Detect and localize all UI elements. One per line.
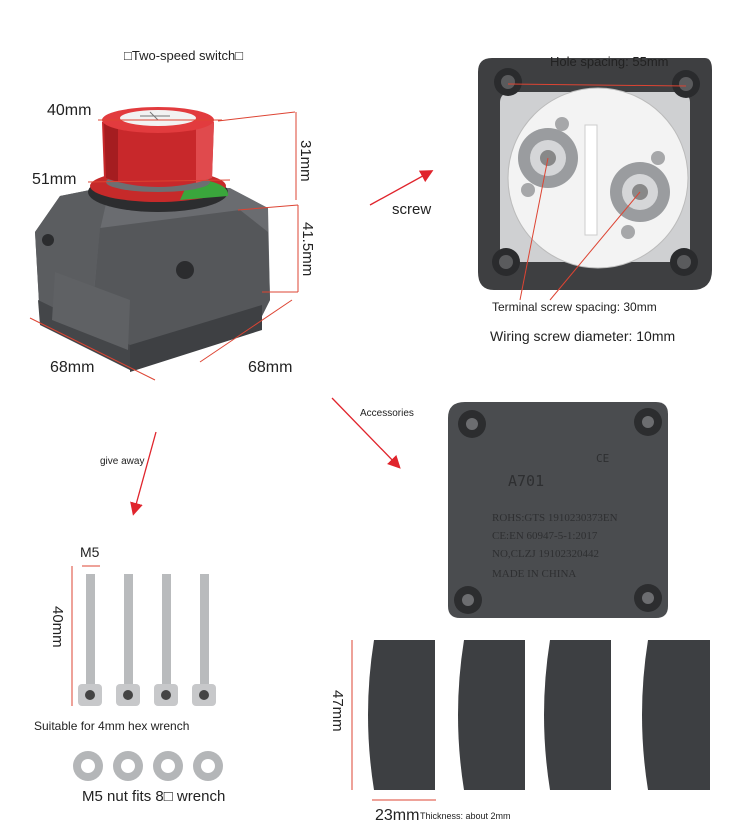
nut-wrench-label: M5 nut fits 8□ wrench <box>82 788 226 805</box>
pad-width-label: 23mm <box>375 807 420 824</box>
cover-model: A701 <box>508 472 545 490</box>
nut-1 <box>73 751 103 781</box>
nut-2 <box>113 751 143 781</box>
cover-line-1: ROHS:GTS 1910230373EN <box>492 512 618 524</box>
dim-width-left: 68mm <box>50 359 95 376</box>
dim-bezel-diameter: 51mm <box>32 171 77 188</box>
accessories-label: Accessories <box>360 408 414 419</box>
pad-3 <box>544 640 611 790</box>
bolt-3 <box>154 574 178 706</box>
dim-knob-diameter: 40mm <box>47 102 92 119</box>
cover-ce-mark: CE <box>596 452 610 465</box>
pad-1 <box>368 640 435 790</box>
arrow-accessories <box>331 397 401 469</box>
bolt-size-label: M5 <box>80 544 100 560</box>
arrow-screw <box>369 170 434 206</box>
pad-height-label: 47mm <box>329 690 346 732</box>
terminal-spacing-label: Terminal screw spacing: 30mm <box>492 300 657 314</box>
nut-4 <box>193 751 223 781</box>
arrow-give-away <box>130 431 157 516</box>
cover-line-3: NO,CLZJ 19102320442 <box>492 548 599 560</box>
nut-3 <box>153 751 183 781</box>
hole-spacing-label: Hole spacing: 55mm <box>550 54 669 69</box>
product-title: □Two-speed switch□ <box>124 48 244 63</box>
pad-2 <box>458 640 525 790</box>
bolt-4 <box>192 574 216 706</box>
cover-line-2: CE:EN 60947-5-1:2017 <box>492 530 598 542</box>
cover-line-4: MADE IN CHINA <box>492 568 577 580</box>
bolt-2 <box>116 574 140 706</box>
pad-4 <box>642 640 710 790</box>
dim-width-right: 68mm <box>248 359 293 376</box>
screw-label: screw <box>392 201 432 218</box>
bolt-1 <box>78 574 102 706</box>
hex-wrench-label: Suitable for 4mm hex wrench <box>34 719 190 733</box>
thickness-label: Thickness: about 2mm <box>420 811 511 821</box>
wiring-diameter-label: Wiring screw diameter: 10mm <box>490 328 676 344</box>
give-away-label: give away <box>100 456 145 467</box>
